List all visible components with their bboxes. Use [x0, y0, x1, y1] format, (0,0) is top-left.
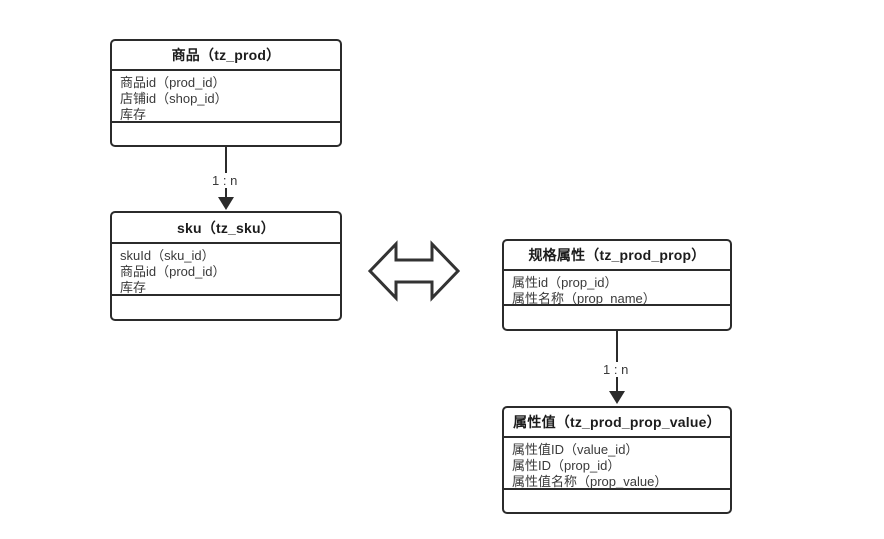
entity-methods-prod-prop [504, 306, 730, 329]
entity-title-prod: 商品（tz_prod） [112, 41, 340, 71]
connector-cardinality-label: 1 : n [211, 173, 239, 188]
entity-field: 库存 [120, 280, 147, 295]
entity-field: 属性名称（prop_name） [512, 291, 656, 306]
entity-field: 属性id（prop_id） [512, 275, 618, 290]
entity-box-sku[interactable]: sku（tz_sku） skuId（sku_id） 商品id（prod_id） … [110, 211, 342, 321]
entity-fields-prod-prop: 属性id（prop_id） 属性名称（prop_name） [504, 271, 730, 306]
entity-title-prod-prop-value: 属性值（tz_prod_prop_value） [504, 408, 730, 438]
entity-field: 商品id（prod_id） [120, 264, 226, 279]
arrowhead-down-icon [609, 391, 625, 404]
entity-field: 属性值ID（value_id） [512, 442, 639, 457]
entity-field: 属性ID（prop_id） [512, 458, 621, 473]
entity-field: 店铺id（shop_id） [120, 91, 228, 106]
entity-methods-sku [112, 296, 340, 319]
entity-field: 属性值名称（prop_value） [512, 474, 668, 489]
entity-box-prod[interactable]: 商品（tz_prod） 商品id（prod_id） 店铺id（shop_id） … [110, 39, 342, 147]
entity-fields-prod: 商品id（prod_id） 店铺id（shop_id） 库存 [112, 71, 340, 123]
entity-methods-prod-prop-value [504, 490, 730, 512]
entity-fields-prod-prop-value: 属性值ID（value_id） 属性ID（prop_id） 属性值名称（prop… [504, 438, 730, 490]
entity-box-prod-prop-value[interactable]: 属性值（tz_prod_prop_value） 属性值ID（value_id） … [502, 406, 732, 514]
entity-title-sku: sku（tz_sku） [112, 213, 340, 244]
entity-fields-sku: skuId（sku_id） 商品id（prod_id） 库存 [112, 244, 340, 296]
double-headed-arrow-icon [368, 240, 460, 302]
entity-box-prod-prop[interactable]: 规格属性（tz_prod_prop） 属性id（prop_id） 属性名称（pr… [502, 239, 732, 331]
entity-field: 商品id（prod_id） [120, 75, 226, 90]
connector-cardinality-label: 1 : n [602, 362, 630, 377]
entity-methods-prod [112, 123, 340, 145]
arrowhead-down-icon [218, 197, 234, 210]
entity-field: skuId（sku_id） [120, 248, 215, 263]
entity-title-prod-prop: 规格属性（tz_prod_prop） [504, 241, 730, 271]
entity-field: 库存 [120, 107, 147, 122]
